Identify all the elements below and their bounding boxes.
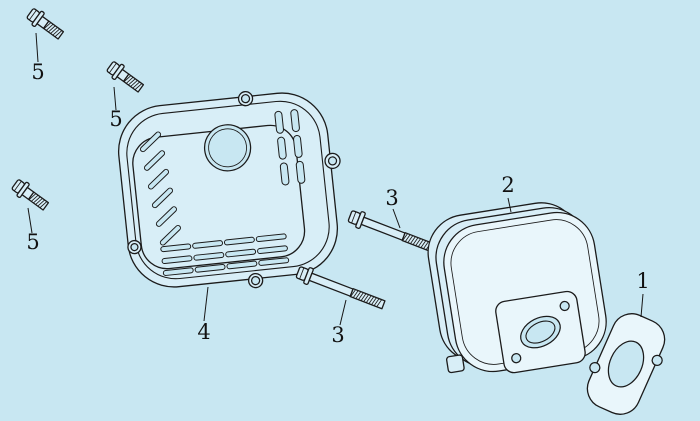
- gasket-notch: [589, 362, 601, 374]
- leader-line-5a: [35, 32, 39, 63]
- cover-access-hole-inner-line: [208, 128, 248, 168]
- exhaust-port-outer: [520, 315, 561, 349]
- exhaust-port-inner: [525, 320, 556, 344]
- mounting-hole: [240, 94, 251, 104]
- callout-label-2: 2: [501, 173, 514, 197]
- flange-bolt-hole: [511, 353, 522, 364]
- callout-label-4: 4: [197, 320, 210, 344]
- leader-line-1: [640, 293, 644, 318]
- mounting-hole: [130, 242, 139, 252]
- gasket-port-hole: [607, 340, 645, 388]
- muffler-body: [427, 202, 607, 374]
- callout-label-5a: 5: [31, 60, 44, 84]
- cover-access-hole: [203, 124, 252, 172]
- mounting-tab-bottom: [247, 272, 264, 289]
- callout-labels: 5 5 5 4 3 3 2 1: [26, 60, 649, 347]
- leader-lines: [27, 32, 644, 326]
- mounting-tab-right: [324, 152, 341, 170]
- callout-label-5c: 5: [26, 230, 39, 254]
- cover-inner-rim-line: [126, 100, 330, 280]
- leader-line-3b: [339, 299, 347, 326]
- muffler-cover: [117, 91, 341, 289]
- leader-line-2: [507, 197, 512, 213]
- leader-line-3a: [392, 208, 401, 229]
- mounting-tab-top: [237, 91, 254, 107]
- leader-line-5c: [27, 207, 33, 234]
- callout-label-5b: 5: [109, 107, 122, 131]
- callout-label-3b: 3: [331, 323, 344, 347]
- callout-label-1: 1: [636, 269, 649, 293]
- gasket-notch: [651, 354, 663, 366]
- exhaust-gasket: [586, 313, 666, 415]
- mounting-hole: [327, 156, 338, 166]
- callout-label-3a: 3: [385, 186, 398, 210]
- mounting-hole: [250, 275, 261, 286]
- mounting-tab-left: [127, 239, 142, 255]
- muffler-bracket: [446, 354, 465, 374]
- leader-line-4: [203, 286, 209, 322]
- flange-bolt-hole: [559, 300, 570, 312]
- leader-line-5b: [113, 86, 117, 111]
